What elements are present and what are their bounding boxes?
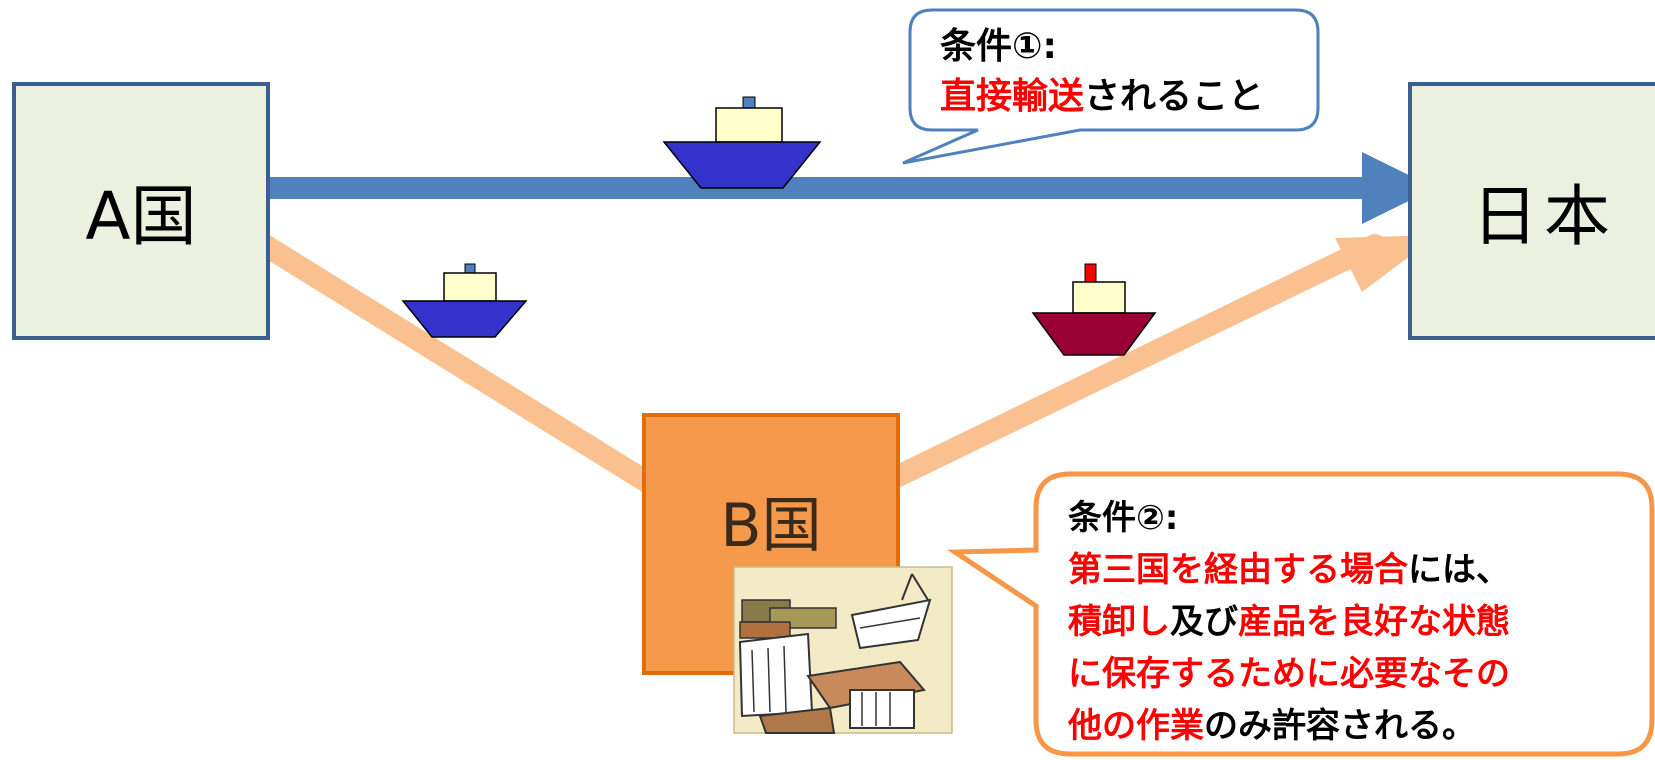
country-b-label: B国 bbox=[720, 491, 822, 561]
direct-route-arrowhead bbox=[1362, 152, 1435, 224]
callout-2-line-3: に保存するために必要なその bbox=[1068, 648, 1510, 700]
callout-2-line-1: 第三国を経由する場合には、 bbox=[1068, 544, 1510, 596]
callout-1-text: 条件①: 直接輸送されること bbox=[940, 22, 1264, 122]
callout-2-text: 条件②: 第三国を経由する場合には、 積卸し及び産品を良好な状態 に保存するため… bbox=[1068, 492, 1510, 752]
callout-2-text-plain: 及び bbox=[1170, 602, 1238, 642]
callout-2-highlight: 第三国を経由する場合 bbox=[1068, 550, 1408, 590]
country-b-box: B国 bbox=[642, 413, 900, 675]
callout-2-bubble bbox=[947, 471, 1655, 757]
callout-2-highlight: 産品を良好な状態 bbox=[1238, 602, 1510, 642]
callout-2-highlight: に保存するために必要なその bbox=[1068, 654, 1510, 694]
transit-route-a-to-b bbox=[239, 225, 671, 501]
country-a-box: A国 bbox=[12, 82, 270, 340]
callout-2-highlight: 積卸し bbox=[1068, 602, 1170, 642]
callout-2-title: 条件②: bbox=[1068, 498, 1179, 538]
callout-1-rest: されること bbox=[1084, 76, 1265, 117]
japan-label: 日本 bbox=[1472, 178, 1616, 255]
callout-2-text-plain: のみ許容される。 bbox=[1204, 706, 1476, 746]
ship-icon bbox=[401, 263, 528, 338]
callout-2-text-plain: には、 bbox=[1408, 550, 1510, 590]
transit-route-b-to-japan bbox=[879, 234, 1386, 491]
callout-2-highlight: 他の作業 bbox=[1068, 706, 1204, 746]
callout-2-line-4: 他の作業のみ許容される。 bbox=[1068, 700, 1510, 752]
callout-1-title: 条件①: bbox=[940, 26, 1057, 67]
callout-2-line-2: 積卸し及び産品を良好な状態 bbox=[1068, 596, 1510, 648]
ship-icon bbox=[662, 96, 822, 189]
ship-icon bbox=[1031, 263, 1157, 356]
callout-1-bubble bbox=[902, 8, 1320, 165]
callout-1-line-2: 直接輸送されること bbox=[940, 72, 1264, 122]
japan-box: 日本 bbox=[1408, 82, 1655, 340]
callout-1-highlight: 直接輸送 bbox=[940, 76, 1085, 117]
country-a-label: A国 bbox=[85, 178, 197, 255]
